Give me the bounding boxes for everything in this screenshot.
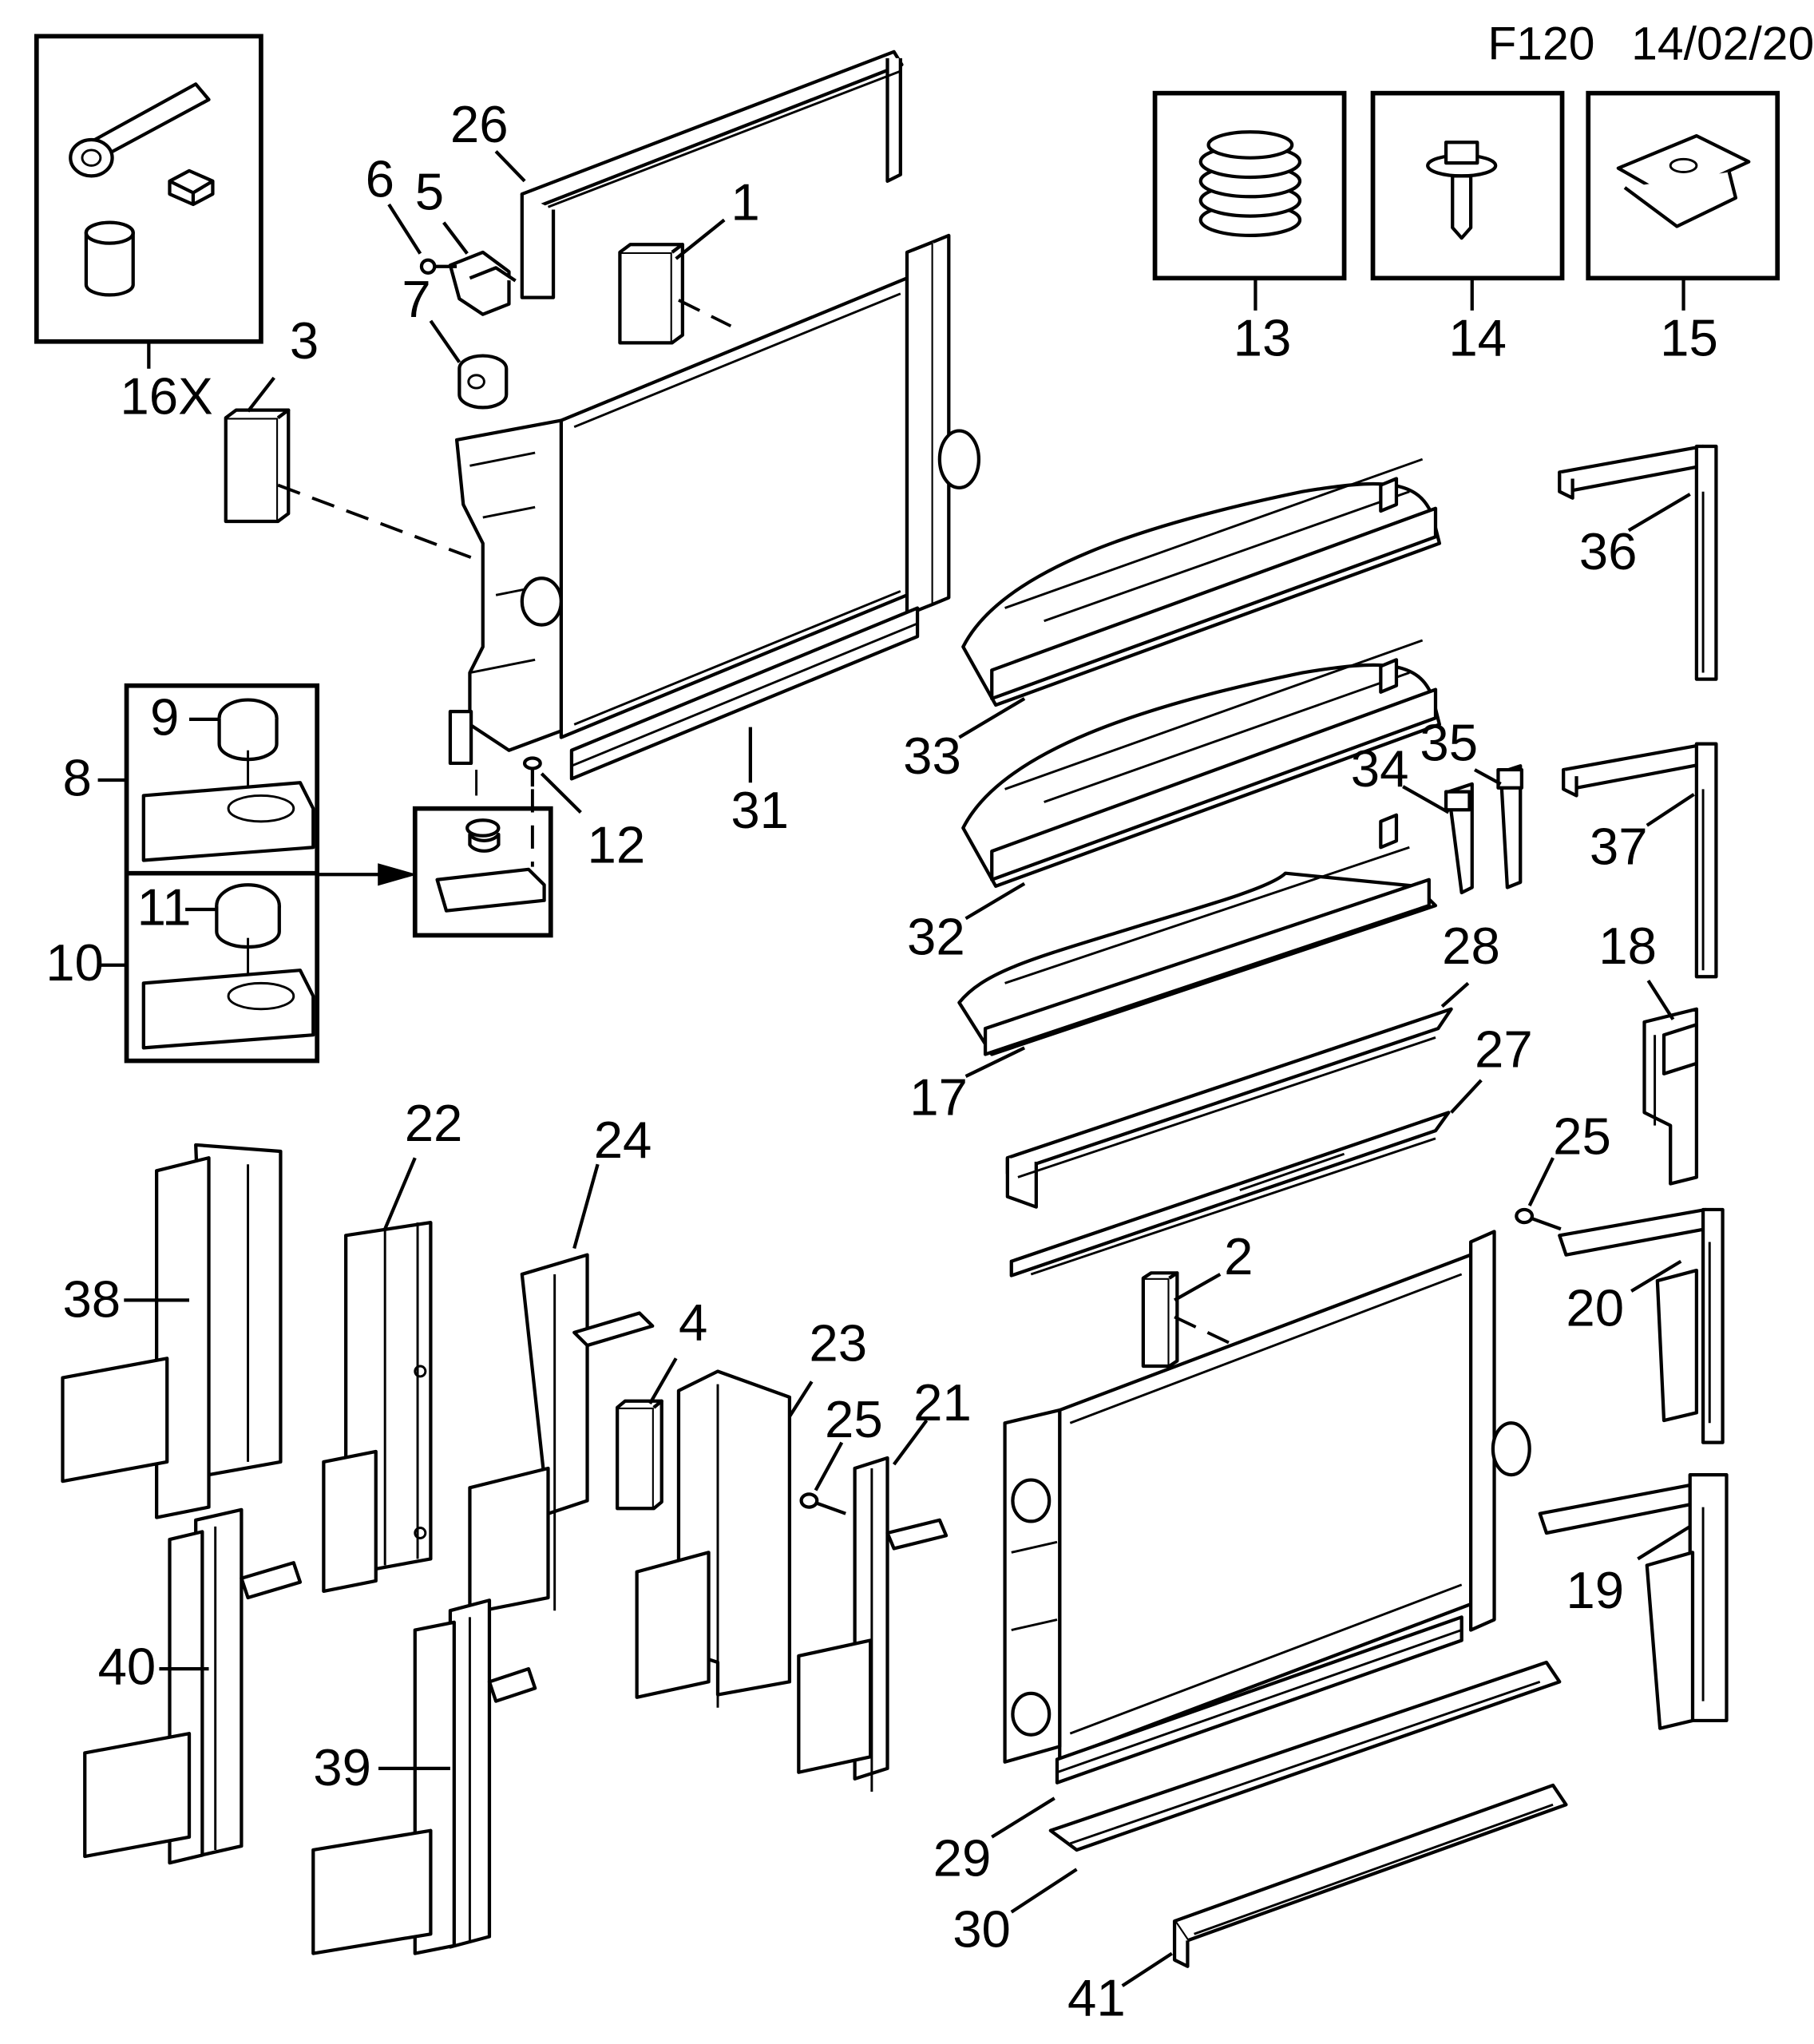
- air-guide-32: [961, 639, 1442, 888]
- callout-16x: 16X: [120, 367, 212, 426]
- callout-25a: 25: [825, 1390, 883, 1448]
- callout-9: 9: [150, 688, 179, 747]
- callout-11: 11: [137, 878, 192, 937]
- callout-19: 19: [1566, 1561, 1624, 1619]
- callout-2: 2: [1224, 1227, 1253, 1285]
- bolt-12: [522, 756, 542, 867]
- callout-10: 10: [46, 933, 104, 992]
- callout-29: 29: [933, 1829, 992, 1888]
- pad-1: [618, 243, 684, 345]
- radiator-upper: [448, 233, 981, 796]
- callout-34: 34: [1351, 739, 1409, 798]
- deflector-36: [1558, 444, 1718, 681]
- seal-30: [1048, 1660, 1562, 1852]
- callout-28: 28: [1442, 917, 1500, 975]
- deflector-19: [1538, 1472, 1729, 1730]
- callout-37: 37: [1590, 818, 1648, 876]
- callout-26: 26: [450, 95, 509, 153]
- callout-33: 33: [903, 727, 961, 785]
- pad-2: [1141, 1271, 1179, 1369]
- screw-box: [1370, 90, 1565, 311]
- diagram-date: 14/02/2013: [1631, 18, 1814, 70]
- radiator-lower: [1003, 1230, 1531, 1764]
- deflector-37: [1562, 742, 1718, 979]
- clip-25-right: [1515, 1207, 1562, 1231]
- callout-15: 15: [1660, 309, 1718, 367]
- callout-3: 3: [290, 311, 319, 370]
- callout-31: 31: [731, 781, 789, 839]
- callout-13: 13: [1234, 309, 1292, 367]
- bracket-34: [1444, 782, 1474, 895]
- clip-nut-box: [1586, 90, 1780, 311]
- deflector-23: [635, 1369, 792, 1708]
- callout-21: 21: [913, 1373, 972, 1432]
- callout-17: 17: [909, 1068, 968, 1127]
- deflector-21: [797, 1456, 949, 1792]
- deflector-38: [61, 1143, 283, 1519]
- pad-4: [616, 1399, 663, 1511]
- seal-29: [1055, 1615, 1463, 1785]
- callout-39: 39: [313, 1738, 371, 1796]
- lower-seal-31: [569, 606, 920, 781]
- callout-41: 41: [1067, 1969, 1126, 2027]
- air-guide-17: [957, 813, 1438, 1056]
- deflector-40: [83, 1507, 303, 1865]
- callout-23: 23: [809, 1314, 867, 1373]
- callout-12: 12: [588, 816, 646, 874]
- callout-24: 24: [594, 1111, 652, 1169]
- callout-20: 20: [1566, 1279, 1624, 1337]
- seal-41: [1172, 1783, 1568, 1968]
- callout-35: 35: [1420, 714, 1478, 772]
- deflector-39: [311, 1598, 537, 1955]
- callout-4: 4: [679, 1293, 707, 1352]
- mount-box-8-10: [124, 683, 320, 1064]
- clip-25-left: [799, 1492, 846, 1515]
- callout-14: 14: [1448, 309, 1507, 367]
- callout-38: 38: [62, 1270, 121, 1329]
- bolt-kit-box: [34, 34, 263, 369]
- seal-27: [1009, 1111, 1451, 1278]
- air-guide-33: [961, 458, 1442, 707]
- figure-code: F120: [1487, 18, 1594, 70]
- deflector-20: [1558, 1207, 1725, 1444]
- callout-5: 5: [415, 163, 444, 221]
- spring-nut-box: [1152, 90, 1347, 311]
- callout-30: 30: [953, 1900, 1011, 1959]
- upper-seal-26: [520, 50, 904, 299]
- bolt-6: [419, 258, 457, 275]
- mount-7: [457, 354, 509, 410]
- mount-detail-box: [317, 806, 553, 938]
- pad-3: [224, 408, 291, 524]
- callout-27: 27: [1475, 1020, 1533, 1079]
- callout-1: 1: [731, 173, 759, 232]
- callout-32: 32: [907, 908, 965, 966]
- callout-8: 8: [62, 749, 91, 807]
- bracket-5: [448, 250, 517, 316]
- callout-6: 6: [366, 150, 394, 208]
- callout-40: 40: [98, 1638, 156, 1696]
- deflector-24: [468, 1253, 655, 1615]
- deflector-22: [322, 1221, 433, 1594]
- seal-28: [1005, 1007, 1453, 1209]
- callout-18: 18: [1598, 917, 1657, 975]
- callout-7: 7: [402, 270, 430, 328]
- callout-25b: 25: [1553, 1107, 1611, 1166]
- bracket-35: [1496, 764, 1523, 889]
- deflector-18: [1642, 1007, 1699, 1186]
- callout-36: 36: [1579, 522, 1638, 580]
- callout-22: 22: [405, 1094, 463, 1152]
